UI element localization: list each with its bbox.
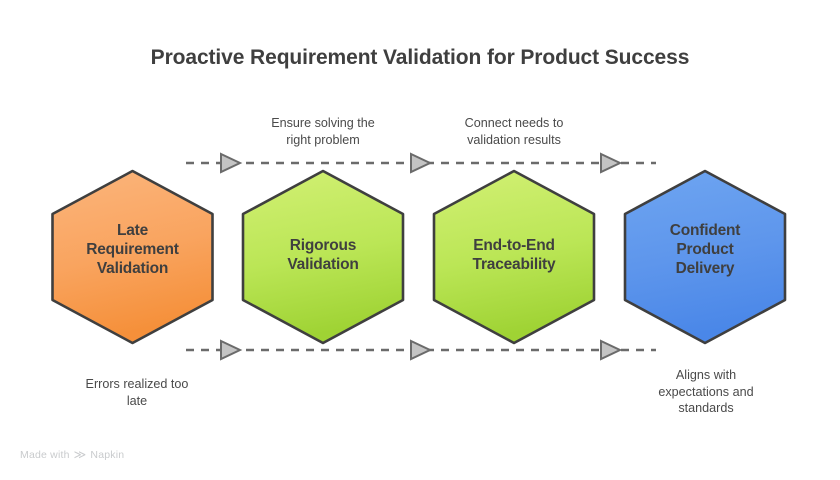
- annotation-line: standards: [678, 401, 734, 416]
- watermark-brand: Napkin: [90, 449, 125, 461]
- annotation-line: expectations and: [658, 384, 754, 399]
- napkin-logo-icon: ≫: [73, 447, 87, 462]
- annotation-ensure-solving-right-problem: Ensure solving the right problem: [238, 115, 408, 148]
- hexagon-node-confident-product-delivery[interactable]: [623, 169, 787, 345]
- arrowhead-top-2: [410, 152, 433, 174]
- connector-row-top: [186, 152, 656, 174]
- annotation-line: late: [126, 393, 148, 408]
- annotation-errors-realized-too-late: Errors realized too late: [52, 376, 222, 409]
- page-title: Proactive Requirement Validation for Pro…: [150, 46, 690, 69]
- hexagon-node-rigorous-validation[interactable]: [241, 169, 405, 345]
- annotation-line: validation results: [467, 132, 561, 147]
- annotation-line: Connect needs to: [464, 116, 564, 130]
- annotation-line: right problem: [286, 132, 360, 147]
- arrowhead-bottom-3: [600, 339, 623, 361]
- annotation-line: Errors realized too: [85, 377, 189, 391]
- arrowhead-bottom-2: [410, 339, 433, 361]
- hexagon-node-late-requirement-validation[interactable]: [51, 169, 214, 345]
- hexagon-node-end-to-end-traceability[interactable]: [432, 169, 596, 345]
- watermark-prefix: Made with: [20, 449, 70, 461]
- arrowhead-top-1: [220, 152, 243, 174]
- arrowhead-top-3: [600, 152, 623, 174]
- arrowhead-bottom-1: [220, 339, 243, 361]
- annotation-line: Ensure solving the: [271, 116, 375, 130]
- annotation-line: Aligns with: [675, 368, 737, 382]
- made-with-napkin-watermark: Made with ≫ Napkin: [20, 447, 125, 462]
- annotation-aligns-with-expectations-and-standards: Aligns with expectations and standards: [621, 367, 791, 417]
- annotation-connect-needs-to-validation-results: Connect needs to validation results: [429, 115, 599, 148]
- connector-row-bottom: [186, 339, 656, 361]
